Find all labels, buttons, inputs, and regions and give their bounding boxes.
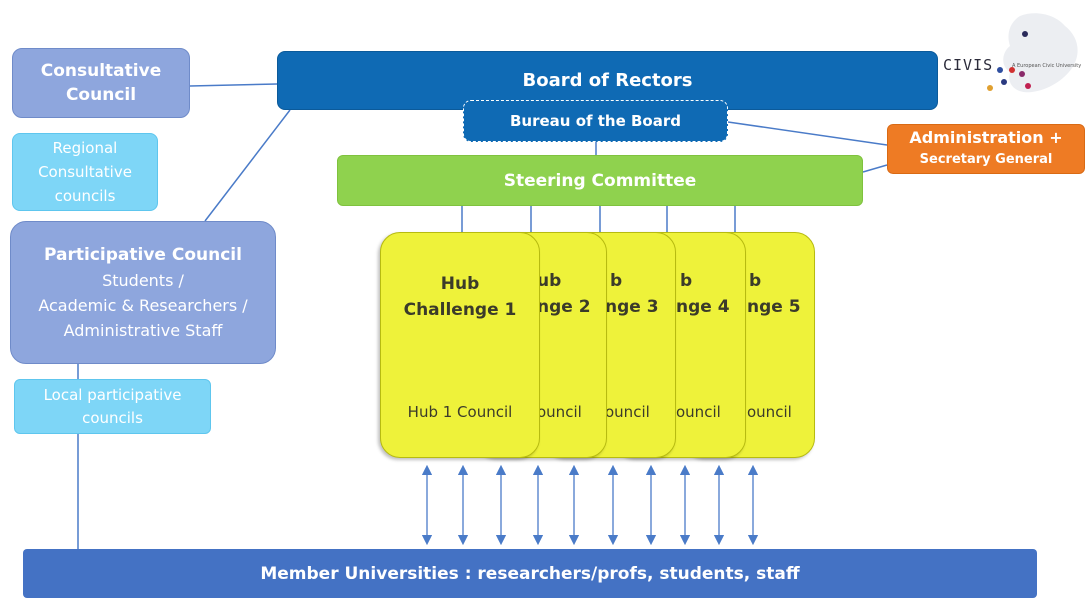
hub4-line2: nge 4 [676, 297, 730, 317]
participative-council-title: Participative Council [44, 244, 242, 265]
participative-line1: Students / [102, 270, 184, 290]
europe-map-icon [987, 13, 1078, 93]
local-line2: councils [82, 408, 143, 427]
regional-line3: councils [54, 187, 116, 205]
bureau-label: Bureau of the Board [510, 112, 681, 130]
logo-wordmark: CIVIS [943, 56, 994, 74]
regional-consultative-councils-box[interactable]: Regional Consultative councils [12, 133, 158, 211]
consultative-council-box[interactable]: Consultative Council [12, 48, 190, 118]
administration-line1: Administration + [909, 128, 1063, 147]
hub5-line2: nge 5 [747, 297, 801, 317]
regional-line2: Consultative [38, 163, 132, 181]
hub2-line2: nge 2 [537, 297, 591, 317]
consultative-council-line1: Consultative [40, 61, 162, 81]
logo-tagline: A European Civic University [1012, 63, 1082, 69]
hub2-council: ouncil [537, 403, 582, 421]
connector-consultative-board [189, 83, 278, 87]
civis-logo: CIVIS A European Civic University [940, 8, 1090, 102]
administration-box[interactable]: Administration + Secretary General [887, 124, 1085, 174]
hub3-council: ouncil [605, 403, 650, 421]
local-line1: Local participative [43, 385, 182, 404]
regional-line1: Regional [52, 139, 118, 157]
hub4-line1: b [680, 271, 693, 291]
hub1-council: Hub 1 Council [407, 403, 513, 421]
hub5-council: ouncil [747, 403, 792, 421]
hub3-line2: nge 3 [605, 297, 659, 317]
participative-council-box[interactable]: Participative Council Students / Academi… [10, 221, 276, 364]
hub5-line1: b [749, 271, 762, 291]
member-universities-label: Member Universities : researchers/profs,… [260, 563, 800, 584]
hub4-council: ouncil [676, 403, 721, 421]
consultative-council-line2: Council [65, 85, 137, 105]
connector-bureau-admin [727, 121, 888, 146]
bureau-of-the-board-box[interactable]: Bureau of the Board [463, 100, 728, 142]
board-of-rectors-label: Board of Rectors [522, 70, 693, 91]
hub2-line1: ub [537, 271, 562, 291]
hub3-line1: b [610, 271, 623, 291]
participative-line2: Academic & Researchers / [38, 295, 248, 315]
steering-committee-box[interactable]: Steering Committee [337, 155, 863, 206]
administration-line2: Secretary General [919, 152, 1053, 167]
hub-challenge-1-card[interactable]: Hub Challenge 1 Hub 1 Council [380, 232, 540, 458]
hub1-line2: Challenge 1 [403, 300, 517, 320]
member-universities-bar[interactable]: Member Universities : researchers/profs,… [23, 549, 1037, 598]
connector-steering-admin [862, 164, 888, 173]
steering-committee-label: Steering Committee [503, 170, 697, 191]
hub1-line1: Hub [440, 274, 480, 294]
connector-board-participative [204, 109, 291, 222]
local-participative-councils-box[interactable]: Local participative councils [14, 379, 211, 434]
participative-line3: Administrative Staff [63, 320, 223, 340]
